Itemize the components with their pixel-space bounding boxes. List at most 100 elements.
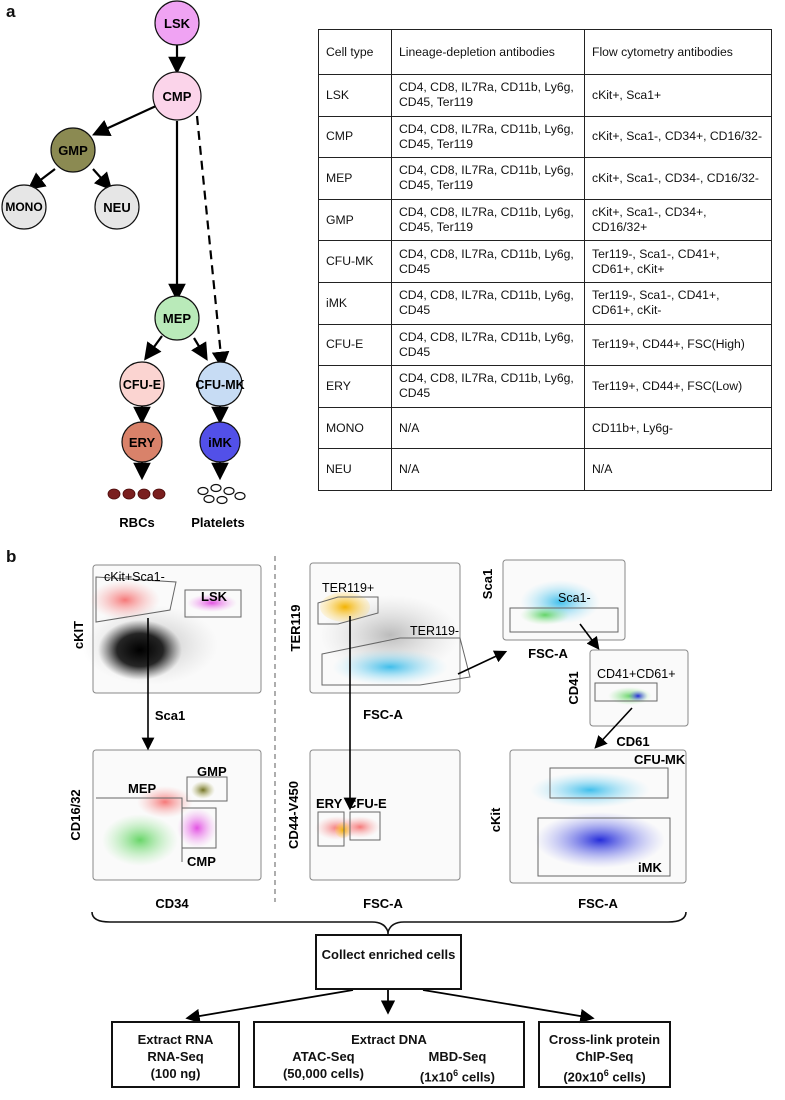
node-ery: ERY — [121, 421, 163, 463]
node-mono-label: MONO — [5, 200, 42, 214]
rbc-icon — [107, 488, 166, 500]
node-imk-label: iMK — [208, 435, 232, 450]
node-lsk: LSK — [154, 0, 200, 46]
table-cell: MONO — [318, 406, 392, 450]
table-cell: cKit+, Sca1-, CD34+, CD16/32+ — [584, 198, 772, 242]
mbd-amount-exp: 6 — [453, 1068, 459, 1078]
node-cfue-circle — [119, 361, 165, 407]
plot6-xlabel: CD61 — [616, 734, 649, 749]
table-cell: CD4, CD8, IL7Ra, CD11b, Ly6g, CD45 — [391, 240, 585, 283]
node-cmp: CMP — [152, 71, 202, 121]
gate-imk: iMK — [638, 860, 662, 875]
plot1-xlabel: Sca1 — [155, 708, 185, 723]
flow-gating-figure: cKit+Sca1- LSK cKIT Sca1 MEP GMP CMP CD1… — [68, 556, 689, 1024]
table-cell: NEU — [318, 448, 392, 491]
node-gmp: GMP — [50, 127, 96, 173]
atac-amount: (50,000 cells) — [282, 1066, 364, 1081]
chip-amount-base: (20x10 — [563, 1069, 604, 1085]
node-mono-circle — [1, 184, 47, 230]
node-cfumk-label: CFU-MK — [195, 378, 244, 392]
gate-gmp: GMP — [197, 764, 227, 779]
dna-title: Extract DNA — [351, 1032, 427, 1047]
plot-sca1-fsca: Sca1- Sca1 FSC-A — [480, 559, 626, 661]
node-lsk-label: LSK — [164, 16, 191, 31]
plot-cd1632-cd34: MEP GMP CMP CD16/32 CD34 — [68, 749, 262, 911]
table-cell: CFU-MK — [318, 240, 392, 283]
rna-method: RNA-Seq — [147, 1049, 204, 1064]
plot1-ylabel: cKIT — [71, 621, 86, 649]
antibody-table: Cell type Lineage-depletion antibodies F… — [318, 29, 772, 491]
table-cell: Ter119+, CD44+, FSC(Low) — [584, 365, 772, 408]
table-header-cell: Lineage-depletion antibodies — [391, 29, 585, 75]
table-cell: CD4, CD8, IL7Ra, CD11b, Ly6g, CD45, Ter1… — [391, 157, 585, 200]
plot4-xlabel: FSC-A — [363, 896, 403, 911]
mbd-amount-base: (1x10 — [419, 1069, 454, 1085]
table-cell: LSK — [318, 74, 392, 117]
table-cell: CD4, CD8, IL7Ra, CD11b, Ly6g, CD45 — [391, 323, 585, 367]
gating-arrows — [141, 616, 633, 811]
plot2-xlabel: CD34 — [155, 896, 189, 911]
plot4-ylabel: CD44-V450 — [286, 781, 301, 849]
table-cell: CD4, CD8, IL7Ra, CD11b, Ly6g, CD45 — [391, 365, 585, 408]
plot2-ylabel: CD16/32 — [68, 789, 83, 840]
gate-ery: ERY — [316, 796, 343, 811]
table-cell: CD4, CD8, IL7Ra, CD11b, Ly6g, CD45, Ter1… — [391, 198, 585, 242]
plot-cd44-fsca: ERY CFU-E CD44-V450 FSC-A — [286, 749, 461, 911]
plot3-xlabel: FSC-A — [363, 707, 403, 722]
node-ery-circle — [121, 421, 163, 463]
node-gmp-circle — [50, 127, 96, 173]
tree-edges — [27, 44, 230, 481]
chip-box: Cross-link protein ChIP-Seq (20x106 cell… — [538, 1021, 671, 1088]
mbd-amount-unit: cells) — [458, 1069, 495, 1085]
merge-brace — [91, 911, 687, 935]
table-header-cell: Flow cytometry antibodies — [584, 29, 772, 75]
node-mono: MONO — [1, 184, 47, 230]
node-mep: MEP — [154, 295, 200, 341]
plot7-ylabel: cKit — [488, 807, 503, 832]
node-neu-label: NEU — [103, 200, 130, 215]
plot-ter119-fsca: TER119+ TER119- TER119 FSC-A — [288, 562, 471, 722]
platelets-label: Platelets — [191, 515, 244, 530]
gate-ter119-neg: TER119- — [410, 624, 459, 638]
table-cell: cKit+, Sca1-, CD34+, CD16/32- — [584, 115, 772, 159]
gate-cfue: CFU-E — [347, 796, 387, 811]
plot5-xlabel: FSC-A — [528, 646, 568, 661]
lineage-tree: LSK CMP GMP MONO NEU MEP CFU-E CFU-MK ER… — [1, 0, 246, 530]
chip-title: Cross-link protein — [548, 1032, 661, 1047]
table-cell: Ter119-, Sca1-, CD41+, CD61+, cKit+ — [584, 240, 772, 283]
node-imk: iMK — [199, 421, 241, 463]
collect-arrows — [185, 989, 595, 1024]
gate-cd41-cd61: CD41+CD61+ — [597, 667, 676, 681]
gate-sca1-neg: Sca1- — [558, 591, 591, 605]
table-cell: Ter119-, Sca1-, CD41+, CD61+, cKit- — [584, 281, 772, 325]
collect-label: Collect enriched cells — [321, 947, 456, 962]
chip-amount-unit: cells) — [608, 1069, 646, 1085]
table-cell: ERY — [318, 365, 392, 408]
platelet-icon — [197, 483, 246, 505]
table-cell: iMK — [318, 281, 392, 325]
table-cell: N/A — [584, 448, 772, 491]
table-cell: N/A — [391, 406, 585, 450]
table-cell: CD11b+, Ly6g- — [584, 406, 772, 450]
table-cell: GMP — [318, 198, 392, 242]
plot-ckit-fsca: CFU-MK iMK cKit FSC-A — [488, 749, 687, 911]
node-cfumk-circle — [197, 361, 243, 407]
gate-ter119-pos: TER119+ — [322, 581, 374, 595]
table-cell: CD4, CD8, IL7Ra, CD11b, Ly6g, CD45 — [391, 281, 585, 325]
table-cell: MEP — [318, 157, 392, 200]
node-mep-label: MEP — [163, 311, 192, 326]
chip-amount-exp: 6 — [603, 1068, 609, 1078]
table-cell: cKit+, Sca1-, CD34-, CD16/32- — [584, 157, 772, 200]
table-header-row: Cell type Lineage-depletion antibodies F… — [318, 29, 772, 75]
node-neu: NEU — [94, 184, 140, 230]
plot7-xlabel: FSC-A — [578, 896, 618, 911]
